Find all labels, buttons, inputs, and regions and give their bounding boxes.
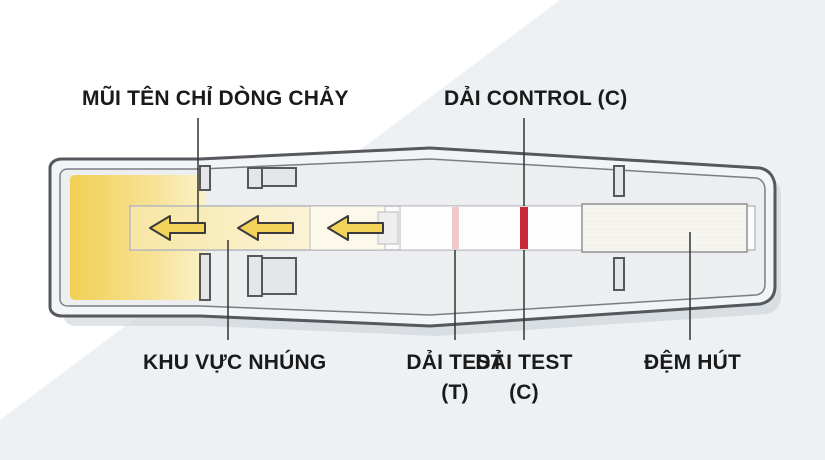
reaction-membrane: [399, 205, 586, 251]
label-control-line-code: (C): [509, 381, 539, 404]
label-test-line: DẢI TEST (T): [375, 350, 535, 406]
arrow-left-icon: [327, 215, 384, 241]
arrow-left-icon: [149, 215, 206, 241]
flow-arrows: [149, 215, 384, 241]
arrow-left-icon: [237, 215, 294, 241]
label-test-line-code: (T): [441, 381, 469, 404]
label-absorbent-pad: ĐỆM HÚT: [644, 351, 742, 374]
label-control-line-bottom: DẢI TEST (C): [444, 350, 604, 406]
control-line-c: [520, 207, 528, 249]
label-control-line-name: DẢI TEST: [475, 351, 573, 374]
label-test-line-name: DẢI TEST: [406, 351, 504, 374]
absorbent-pad: [581, 203, 748, 253]
test-line-t: [452, 207, 459, 249]
leader-lines: [197, 118, 691, 340]
label-flow-arrow: MŨI TÊN CHỈ DÒNG CHẢY: [82, 87, 349, 110]
label-control-line-top: DẢI CONTROL (C): [444, 87, 628, 110]
casing-ribs: [199, 165, 625, 301]
label-dip-area: KHU VỰC NHÚNG: [143, 351, 327, 374]
